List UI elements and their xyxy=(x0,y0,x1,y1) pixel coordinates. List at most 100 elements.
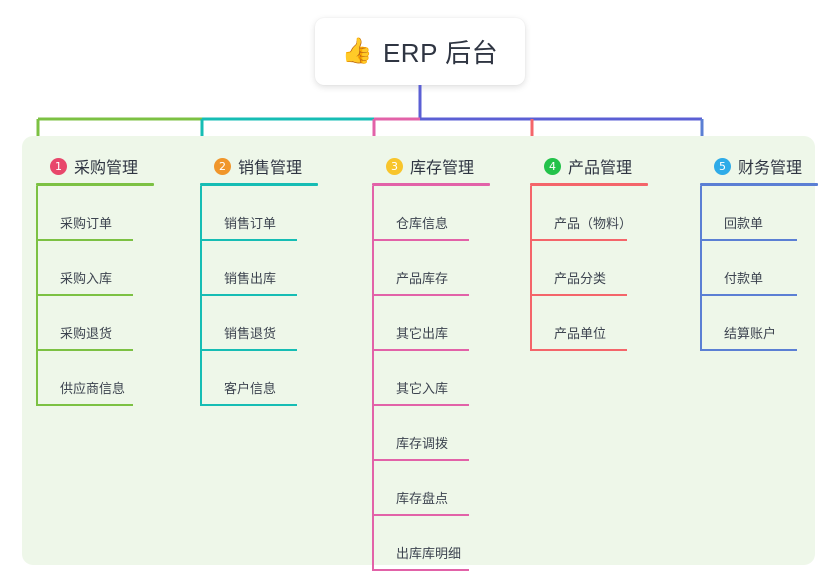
branch-spine xyxy=(372,186,374,571)
branch-column-4: 4 产品管理产品（物料） 产品分类产品单位 xyxy=(530,146,690,351)
leaf-node-underline xyxy=(530,239,627,241)
leaf-node[interactable]: 产品单位 xyxy=(530,296,690,351)
leaf-node-underline xyxy=(36,294,133,296)
leaf-node-underline xyxy=(700,349,797,351)
branch-header-2[interactable]: 2 销售管理 xyxy=(200,146,360,186)
leaf-node-underline xyxy=(200,404,297,406)
branch-column-3: 3 库存管理仓库信息产品库存其它出库其它入库库存调拨库存盘点出库库明细 xyxy=(372,146,532,571)
thumbs-up-icon: 👍 xyxy=(341,37,373,65)
branch-leaf-list: 销售订单销售出库销售退货客户信息 xyxy=(200,186,360,406)
leaf-node-label: 销售订单 xyxy=(224,216,277,231)
branch-column-5: 5 财务管理回款单付款单结算账户 xyxy=(700,146,839,351)
leaf-node[interactable]: 采购订单 xyxy=(36,186,196,241)
leaf-node-label: 仓库信息 xyxy=(396,216,449,231)
leaf-node[interactable]: 仓库信息 xyxy=(372,186,532,241)
branch-header-underline xyxy=(372,183,490,186)
leaf-node-label: 产品分类 xyxy=(554,271,607,286)
root-node[interactable]: 👍 ERP 后台 xyxy=(315,18,525,85)
leaf-node[interactable]: 采购入库 xyxy=(36,241,196,296)
leaf-node[interactable]: 产品分类 xyxy=(530,241,690,296)
leaf-node[interactable]: 出库库明细 xyxy=(372,516,532,571)
leaf-node-label: 库存盘点 xyxy=(396,491,449,506)
branch-index-badge: 5 xyxy=(714,157,731,175)
branch-header-4[interactable]: 4 产品管理 xyxy=(530,146,690,186)
leaf-node-label: 销售出库 xyxy=(224,271,277,286)
leaf-node-underline xyxy=(200,349,297,351)
leaf-node-underline xyxy=(700,294,797,296)
leaf-node-label: 产品（物料） xyxy=(554,216,633,231)
branch-index-badge: 2 xyxy=(214,157,231,175)
branch-title: 采购管理 xyxy=(74,160,139,177)
leaf-node[interactable]: 销售出库 xyxy=(200,241,360,296)
leaf-node[interactable]: 其它出库 xyxy=(372,296,532,351)
leaf-node-label: 付款单 xyxy=(724,271,764,286)
leaf-node[interactable]: 其它入库 xyxy=(372,351,532,406)
leaf-node-underline xyxy=(372,294,469,296)
leaf-node[interactable]: 库存盘点 xyxy=(372,461,532,516)
branch-column-2: 2 销售管理销售订单销售出库销售退货客户信息 xyxy=(200,146,360,406)
branch-index-badge: 4 xyxy=(544,157,561,175)
leaf-node[interactable]: 供应商信息 xyxy=(36,351,196,406)
branch-title: 库存管理 xyxy=(410,160,475,177)
branch-spine xyxy=(200,186,202,406)
leaf-node[interactable]: 库存调拨 xyxy=(372,406,532,461)
leaf-node-underline xyxy=(700,239,797,241)
leaf-node-underline xyxy=(530,294,627,296)
branch-title: 产品管理 xyxy=(568,160,633,177)
leaf-node-label: 库存调拨 xyxy=(396,436,449,451)
leaf-node[interactable]: 付款单 xyxy=(700,241,839,296)
branch-index-badge: 3 xyxy=(386,157,403,175)
leaf-node-underline xyxy=(200,294,297,296)
branch-header-underline xyxy=(700,183,818,186)
branch-leaf-list: 采购订单采购入库采购退货供应商信息 xyxy=(36,186,196,406)
leaf-node[interactable]: 结算账户 xyxy=(700,296,839,351)
branch-leaf-list: 产品（物料） 产品分类产品单位 xyxy=(530,186,690,351)
branch-header-3[interactable]: 3 库存管理 xyxy=(372,146,532,186)
leaf-node-underline xyxy=(372,404,469,406)
branch-header-1[interactable]: 1 采购管理 xyxy=(36,146,196,186)
leaf-node-label: 产品单位 xyxy=(554,326,607,341)
branch-leaf-list: 仓库信息产品库存其它出库其它入库库存调拨库存盘点出库库明细 xyxy=(372,186,532,571)
branch-header-underline xyxy=(36,183,154,186)
branch-title: 财务管理 xyxy=(738,160,803,177)
leaf-node-underline xyxy=(36,239,133,241)
leaf-node-underline xyxy=(200,239,297,241)
leaf-node-underline xyxy=(372,459,469,461)
leaf-node[interactable]: 销售订单 xyxy=(200,186,360,241)
branch-leaf-list: 回款单付款单结算账户 xyxy=(700,186,839,351)
leaf-node[interactable]: 客户信息 xyxy=(200,351,360,406)
leaf-node[interactable]: 产品库存 xyxy=(372,241,532,296)
leaf-node-label: 采购退货 xyxy=(60,326,113,341)
branch-spine xyxy=(530,186,532,351)
leaf-node-label: 其它入库 xyxy=(396,381,449,396)
branch-header-underline xyxy=(200,183,318,186)
leaf-node-label: 回款单 xyxy=(724,216,764,231)
leaf-node[interactable]: 回款单 xyxy=(700,186,839,241)
branch-title: 销售管理 xyxy=(238,160,303,177)
leaf-node[interactable]: 销售退货 xyxy=(200,296,360,351)
leaf-node-underline xyxy=(36,404,133,406)
leaf-node-label: 出库库明细 xyxy=(396,546,462,561)
leaf-node-underline xyxy=(36,349,133,351)
root-node-label: ERP 后台 xyxy=(382,38,499,68)
leaf-node-underline xyxy=(372,239,469,241)
leaf-node[interactable]: 产品（物料） xyxy=(530,186,690,241)
branch-column-1: 1 采购管理采购订单采购入库采购退货供应商信息 xyxy=(36,146,196,406)
leaf-node-label: 采购入库 xyxy=(60,271,113,286)
leaf-node-underline xyxy=(372,349,469,351)
leaf-node-underline xyxy=(372,514,469,516)
branch-index-badge: 1 xyxy=(50,157,67,175)
leaf-node[interactable]: 采购退货 xyxy=(36,296,196,351)
leaf-node-underline xyxy=(530,349,627,351)
leaf-node-label: 采购订单 xyxy=(60,216,113,231)
branch-header-5[interactable]: 5 财务管理 xyxy=(700,146,839,186)
leaf-node-label: 供应商信息 xyxy=(60,381,126,396)
leaf-node-label: 其它出库 xyxy=(396,326,449,341)
branch-header-underline xyxy=(530,183,648,186)
branch-spine xyxy=(700,186,702,351)
leaf-node-underline xyxy=(372,569,469,571)
root-node-content: 👍 ERP 后台 xyxy=(342,33,498,70)
leaf-node-label: 客户信息 xyxy=(224,381,277,396)
leaf-node-label: 结算账户 xyxy=(724,326,777,341)
